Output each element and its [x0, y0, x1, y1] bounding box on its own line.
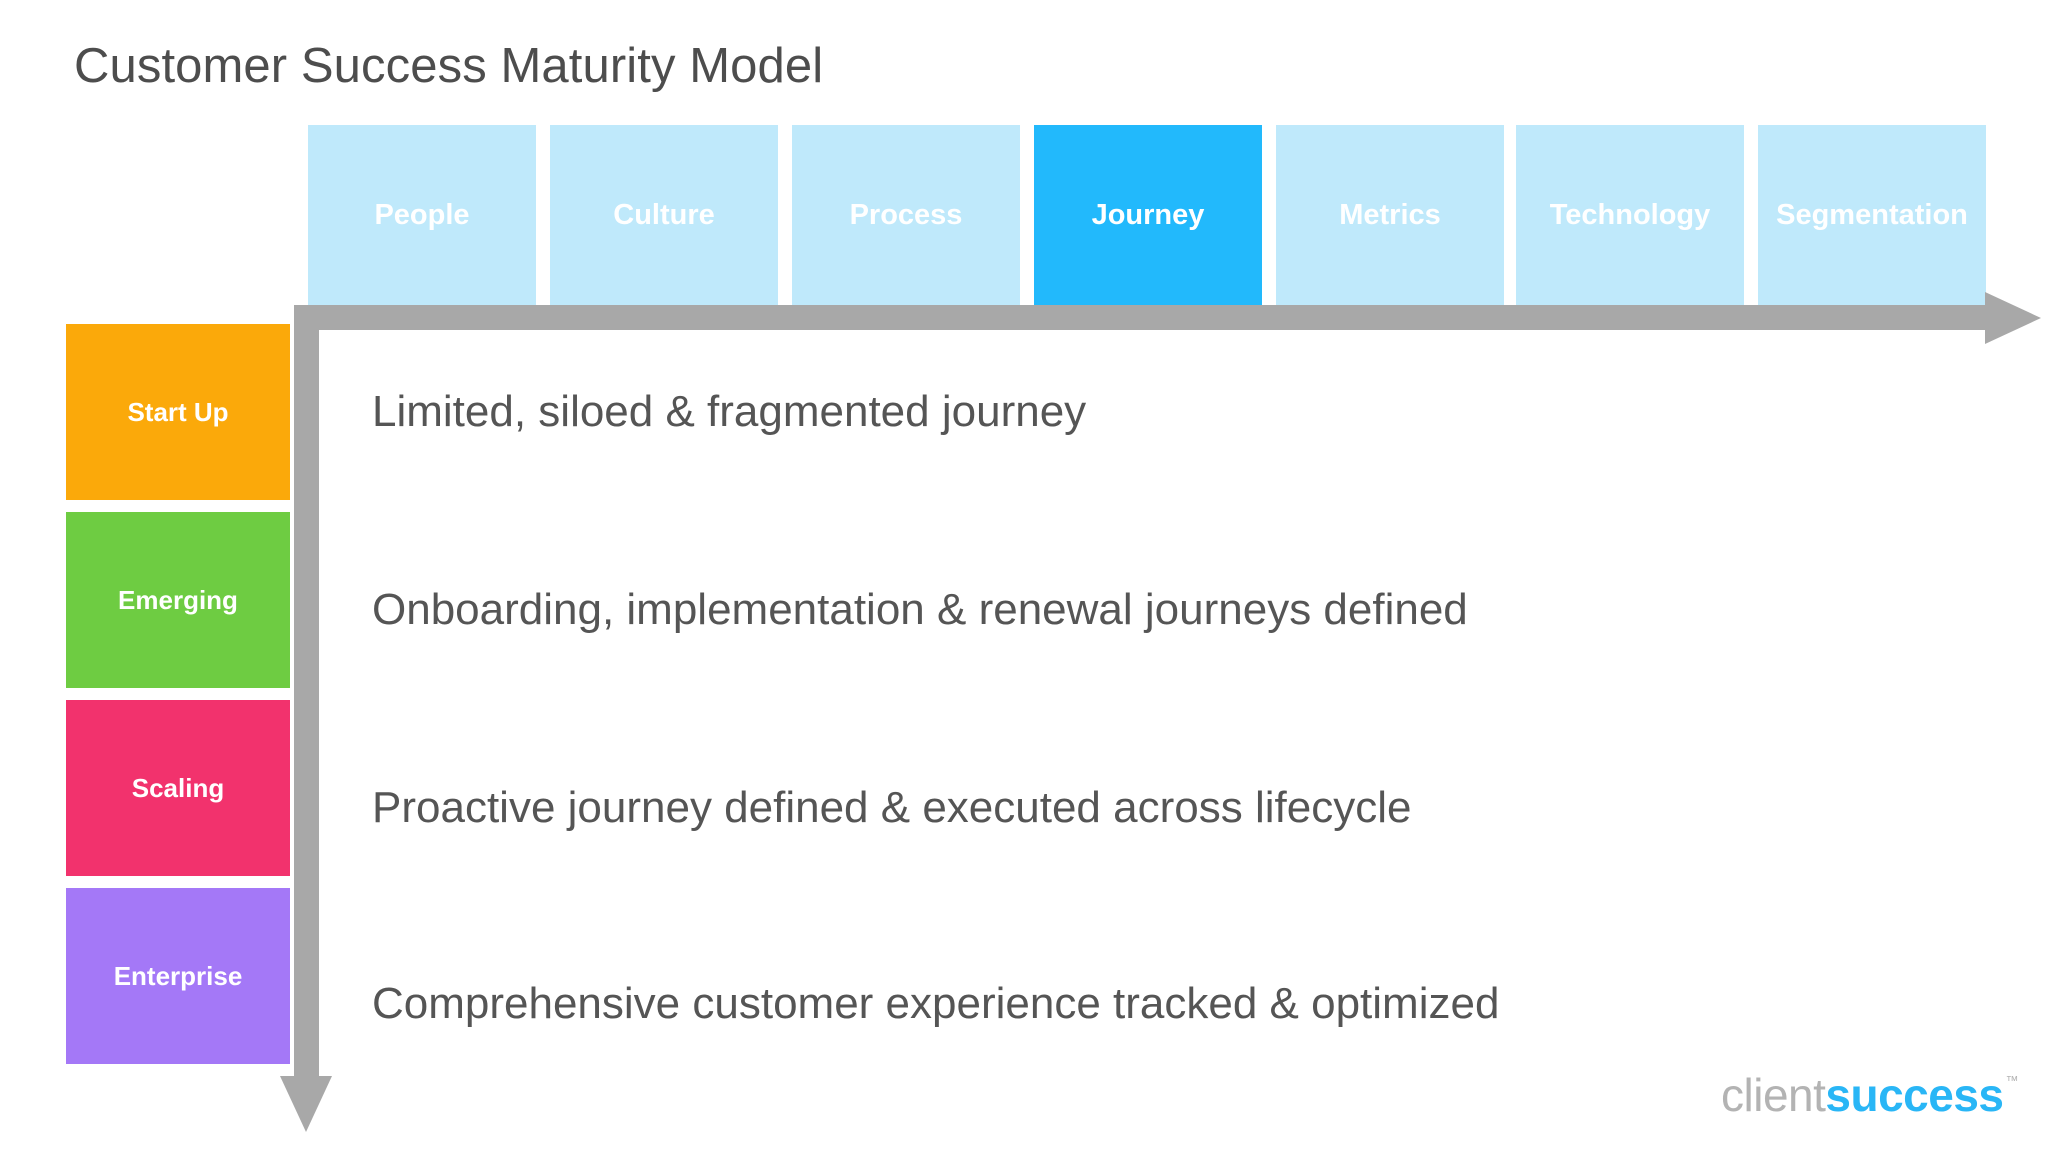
dimension-box-segmentation[interactable]: Segmentation — [1758, 125, 1986, 305]
dimension-label: Metrics — [1339, 198, 1441, 231]
dimension-box-metrics[interactable]: Metrics — [1276, 125, 1504, 305]
axis-horizontal-bar — [294, 305, 1994, 330]
stage-label: Scaling — [131, 773, 225, 803]
arrow-right-icon — [1985, 292, 2041, 344]
page-title: Customer Success Maturity Model — [74, 39, 824, 93]
dimension-box-people[interactable]: People — [308, 125, 536, 305]
stage-label: Emerging — [118, 585, 238, 615]
axis-vertical-bar — [294, 305, 319, 1078]
dimension-label: People — [374, 198, 470, 231]
logo-text-client: client — [1721, 1069, 1826, 1121]
dimension-label: Culture — [613, 198, 715, 231]
logo-text-success: success — [1825, 1069, 2004, 1121]
stage-box-emerging[interactable]: Emerging — [66, 512, 290, 688]
dimension-label: Process — [849, 198, 963, 231]
stage-label: Start Up — [127, 397, 229, 427]
stage-box-scaling[interactable]: Scaling — [66, 700, 290, 876]
stage-label: Enterprise — [113, 961, 243, 991]
stage-box-enterprise[interactable]: Enterprise — [66, 888, 290, 1064]
dimension-box-culture[interactable]: Culture — [550, 125, 778, 305]
arrow-down-icon — [280, 1076, 332, 1132]
row-description: Proactive journey defined & executed acr… — [372, 783, 1412, 832]
row-description: Comprehensive customer experience tracke… — [372, 979, 1500, 1028]
dimension-box-process[interactable]: Process — [792, 125, 1020, 305]
dimension-box-journey[interactable]: Journey — [1034, 125, 1262, 305]
dimension-label: Journey — [1091, 198, 1205, 231]
dimension-label: Segmentation — [1776, 198, 1968, 231]
logo-trademark-icon: ™ — [2005, 1073, 2019, 1088]
row-description: Limited, siloed & fragmented journey — [372, 387, 1087, 436]
stage-box-start-up[interactable]: Start Up — [66, 324, 290, 500]
dimension-box-technology[interactable]: Technology — [1516, 125, 1744, 305]
dimension-label: Technology — [1549, 198, 1711, 231]
row-description: Onboarding, implementation & renewal jou… — [372, 585, 1468, 634]
